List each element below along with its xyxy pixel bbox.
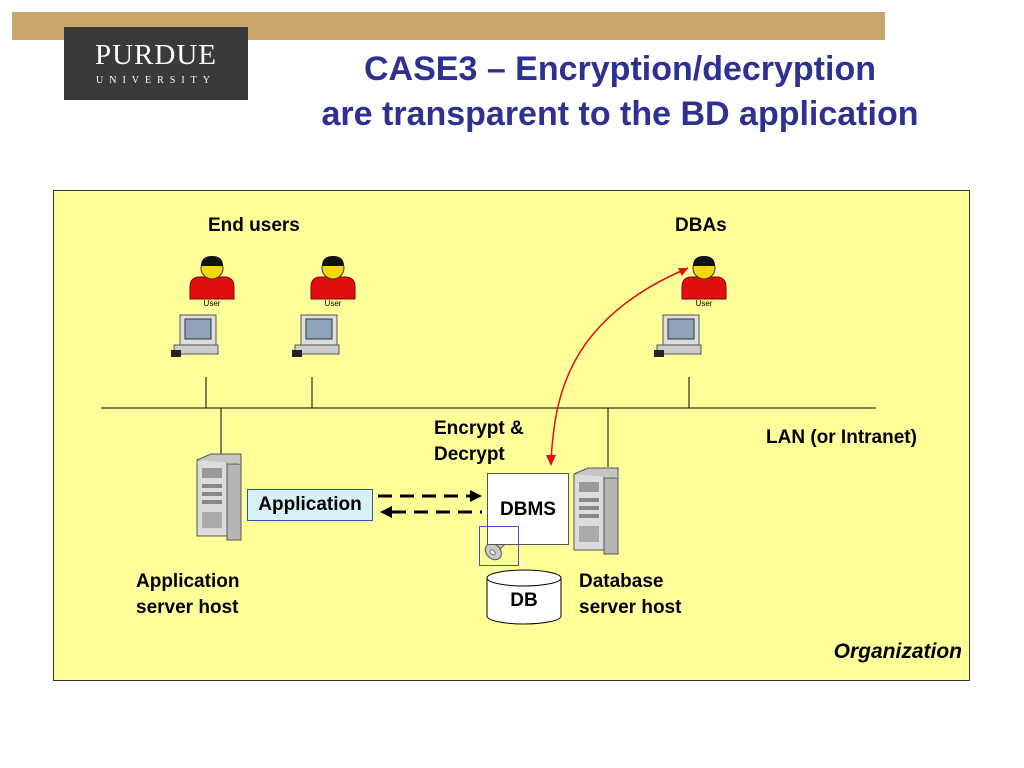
lan-line xyxy=(101,377,876,467)
database-server-icon xyxy=(573,467,619,555)
logo-main-text: PURDUE xyxy=(94,39,217,71)
dba-user-icon xyxy=(681,255,727,300)
dba-computer-icon xyxy=(653,314,702,358)
logo-sub-text: UNIVERSITY xyxy=(96,75,216,86)
user-caption: User xyxy=(324,299,342,308)
user-caption: User xyxy=(695,299,713,308)
page-title-line2: are transparent to the BD application xyxy=(321,95,919,133)
database-cylinder-icon xyxy=(486,569,562,625)
end-user-2-icon xyxy=(310,255,356,300)
application-box: Application xyxy=(247,489,373,521)
dba-dbms-red-arrow xyxy=(546,267,689,466)
organization-label: Organization xyxy=(833,640,962,663)
key-box xyxy=(479,526,519,566)
end-users-label: End users xyxy=(208,215,300,236)
lan-label: LAN (or Intranet) xyxy=(766,427,917,448)
end-user-1-computer-icon xyxy=(170,314,219,358)
app-dbms-dashed-arrows xyxy=(378,490,482,518)
dbms-box: DBMS xyxy=(487,473,569,545)
end-user-1-icon xyxy=(189,255,235,300)
application-server-icon xyxy=(196,453,242,541)
end-user-2-computer-icon xyxy=(291,314,340,358)
db-label: DB xyxy=(510,590,538,611)
purdue-logo: PURDUE UNIVERSITY xyxy=(64,27,248,100)
page-title-line1: CASE3 – Encryption/decryption xyxy=(364,50,876,88)
app-host-label-line2: server host xyxy=(136,597,239,618)
app-host-label-line1: Application xyxy=(136,571,240,592)
user-caption: User xyxy=(203,299,221,308)
db-host-label-line2: server host xyxy=(579,597,682,618)
db-host-label-line1: Database xyxy=(579,571,664,592)
encrypt-label-line2: Decrypt xyxy=(434,444,505,465)
encrypt-label-line1: Encrypt & xyxy=(434,418,524,439)
dbas-label: DBAs xyxy=(675,215,727,236)
